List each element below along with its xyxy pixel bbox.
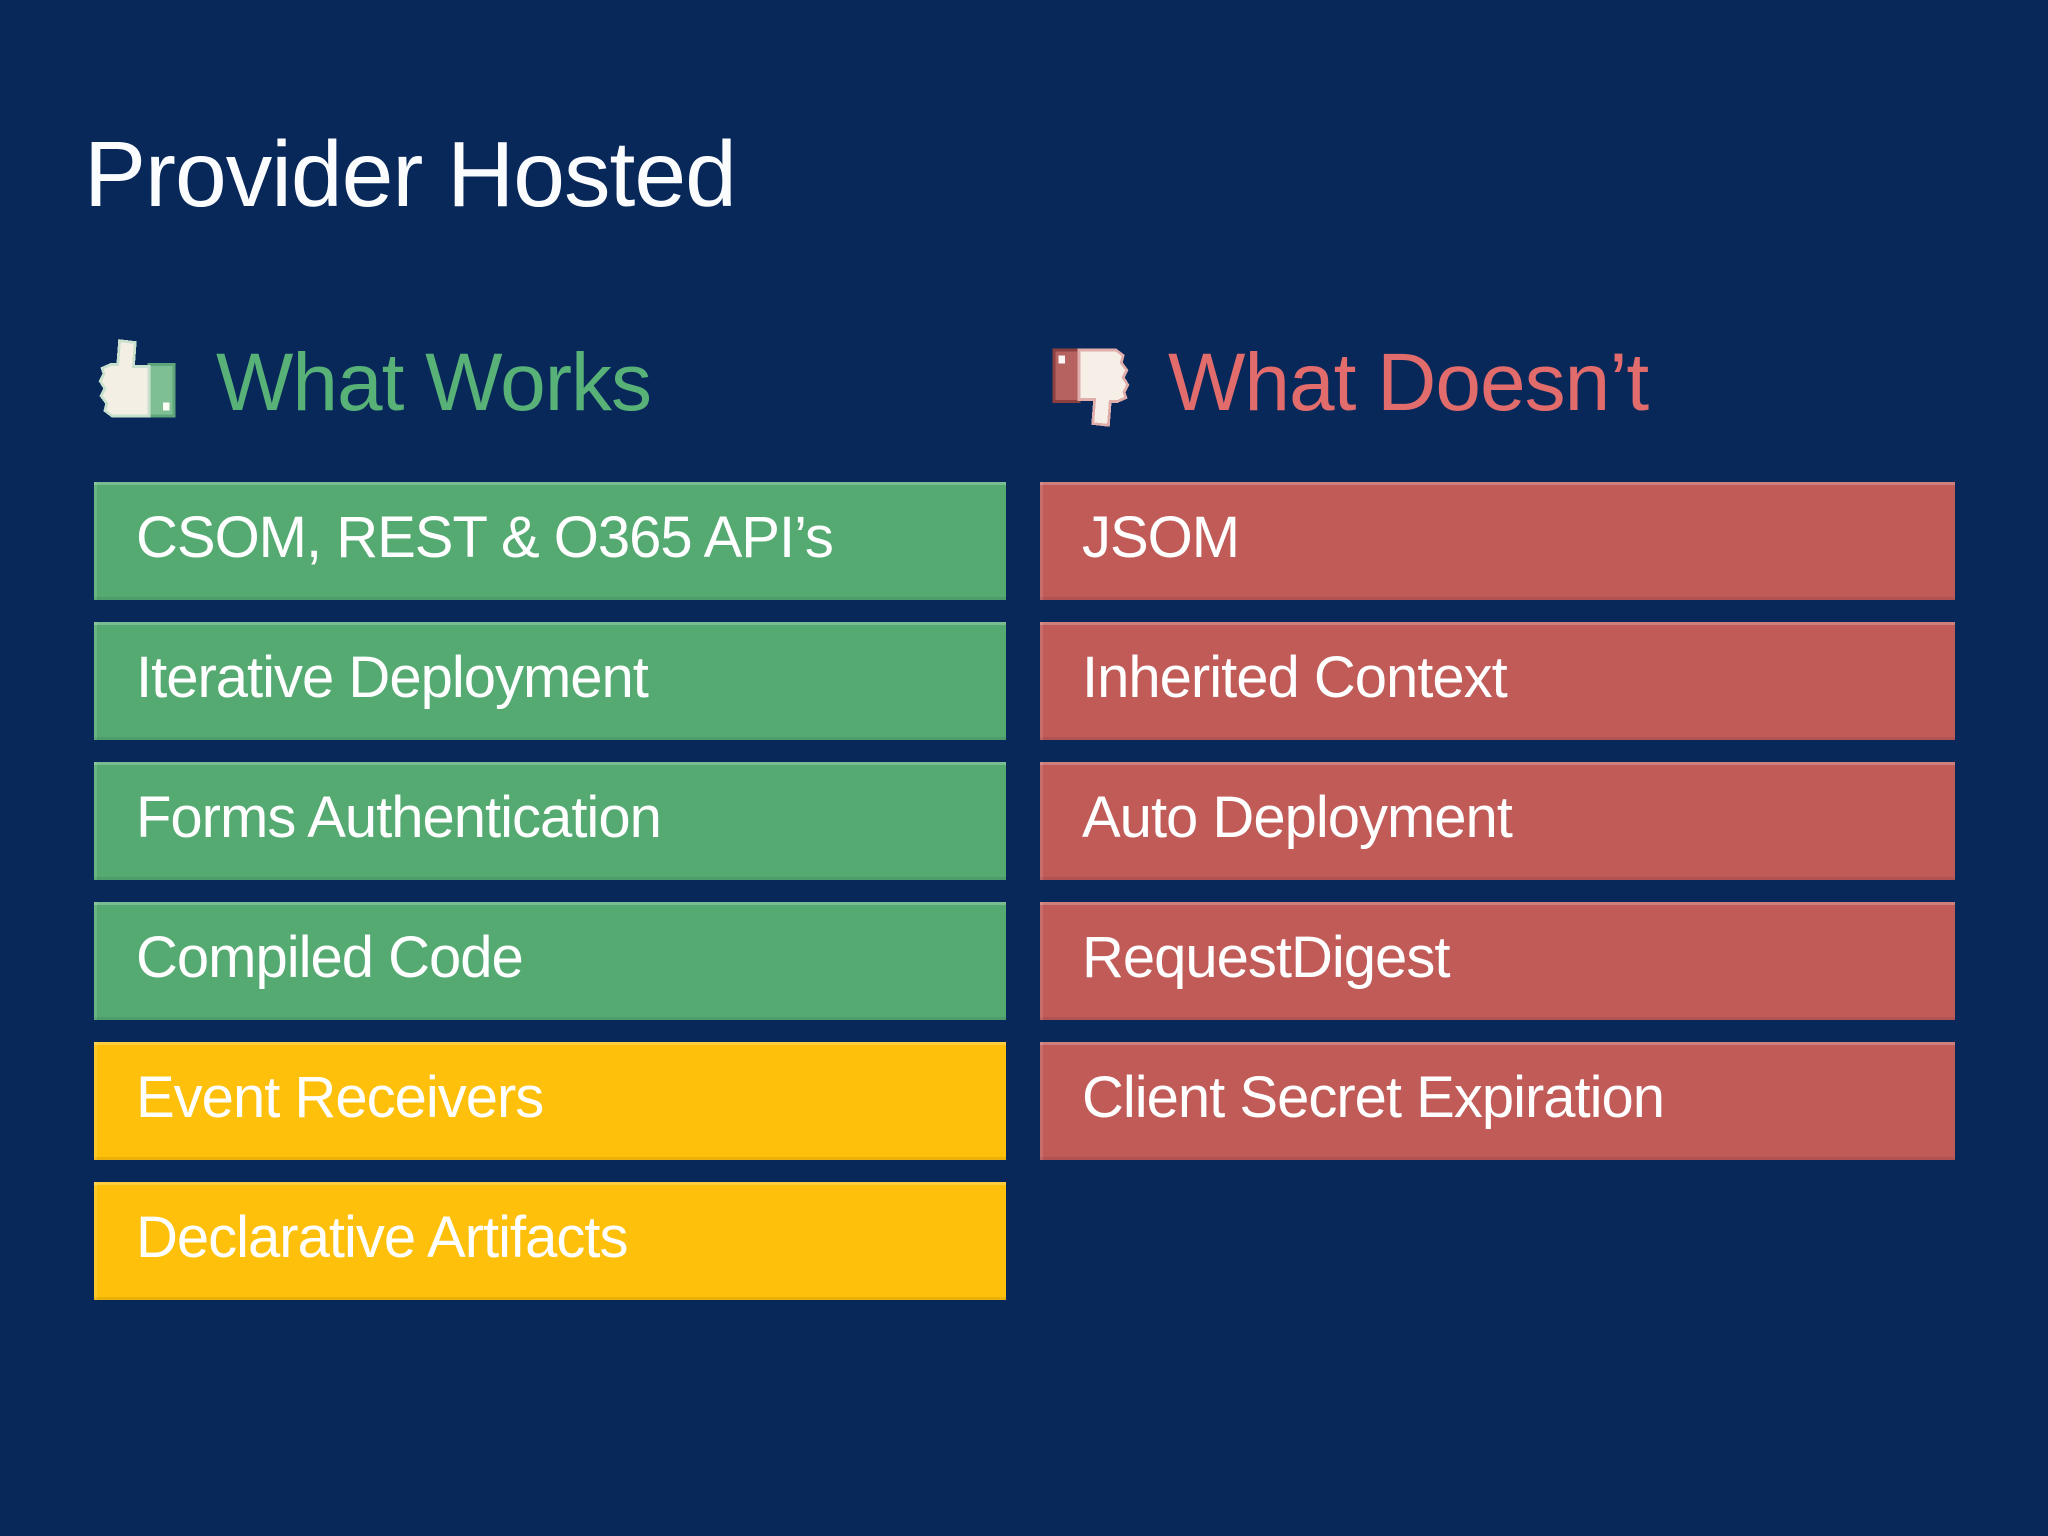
thumbs-up-icon [92, 337, 184, 429]
what-works-header: What Works [92, 334, 652, 432]
list-item: JSOM [1040, 482, 1955, 600]
list-item-label: Forms Authentication [136, 785, 662, 850]
what-doesnt-list: JSOM Inherited Context Auto Deployment R… [1040, 482, 1955, 1182]
list-item: CSOM, REST & O365 API’s [94, 482, 1006, 600]
list-item-label: RequestDigest [1082, 925, 1450, 990]
list-item: Event Receivers [94, 1042, 1006, 1160]
list-item: Client Secret Expiration [1040, 1042, 1955, 1160]
list-item-label: Inherited Context [1082, 645, 1508, 710]
list-item-label: JSOM [1082, 505, 1240, 570]
list-item: Compiled Code [94, 902, 1006, 1020]
list-item-label: Auto Deployment [1082, 785, 1513, 850]
list-item-label: CSOM, REST & O365 API’s [136, 505, 834, 570]
list-item: Declarative Artifacts [94, 1182, 1006, 1300]
what-works-list: CSOM, REST & O365 API’s Iterative Deploy… [94, 482, 1006, 1322]
thumbs-down-icon [1044, 337, 1136, 429]
list-item: Auto Deployment [1040, 762, 1955, 880]
list-item-label: Event Receivers [136, 1065, 544, 1130]
list-item: RequestDigest [1040, 902, 1955, 1020]
page-title: Provider Hosted [84, 122, 737, 226]
what-works-label: What Works [216, 337, 652, 428]
list-item-label: Iterative Deployment [136, 645, 649, 710]
list-item: Inherited Context [1040, 622, 1955, 740]
list-item-label: Compiled Code [136, 925, 524, 990]
list-item: Iterative Deployment [94, 622, 1006, 740]
list-item-label: Client Secret Expiration [1082, 1065, 1665, 1130]
list-item-label: Declarative Artifacts [136, 1205, 629, 1270]
what-doesnt-label: What Doesn’t [1168, 337, 1649, 428]
list-item: Forms Authentication [94, 762, 1006, 880]
what-doesnt-header: What Doesn’t [1044, 334, 1649, 432]
